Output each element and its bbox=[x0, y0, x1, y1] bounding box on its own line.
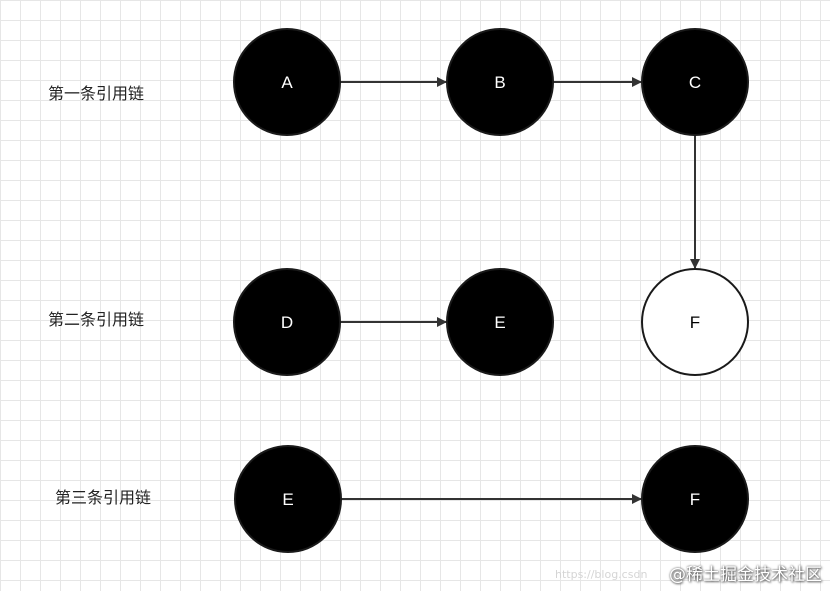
node-A1: A bbox=[233, 28, 341, 136]
node-F1: F bbox=[641, 268, 749, 376]
chain-3-label: 第三条引用链 bbox=[55, 488, 152, 507]
node-circle-F3 bbox=[641, 445, 749, 553]
chain-1-label: 第一条引用链 bbox=[48, 84, 145, 103]
node-circle-C1 bbox=[641, 28, 749, 136]
node-F3: F bbox=[641, 445, 749, 553]
node-label-C1: C bbox=[689, 73, 701, 92]
node-circle-E2 bbox=[446, 268, 554, 376]
node-E2: E bbox=[446, 268, 554, 376]
watermark-url: https://blog.csdn bbox=[555, 568, 648, 581]
node-circle-B1 bbox=[446, 28, 554, 136]
watermark: @稀土掘金技术社区 bbox=[669, 565, 822, 585]
node-E3: E bbox=[234, 445, 342, 553]
node-B1: B bbox=[446, 28, 554, 136]
node-label-D2: D bbox=[281, 313, 293, 332]
node-label-E3: E bbox=[282, 490, 293, 509]
node-circle-D2 bbox=[233, 268, 341, 376]
chain-2-label: 第二条引用链 bbox=[48, 310, 145, 329]
node-C1: C bbox=[641, 28, 749, 136]
nodes-layer: A B C F D E E F bbox=[233, 28, 749, 553]
node-circle-E3 bbox=[234, 445, 342, 553]
node-label-F1: F bbox=[690, 313, 700, 332]
node-label-F3: F bbox=[690, 490, 700, 509]
node-D2: D bbox=[233, 268, 341, 376]
node-label-E2: E bbox=[494, 313, 505, 332]
node-circle-A1 bbox=[233, 28, 341, 136]
node-label-B1: B bbox=[494, 73, 505, 92]
edges-layer bbox=[340, 77, 700, 504]
node-circle-F1 bbox=[641, 268, 749, 376]
node-label-A1: A bbox=[281, 73, 293, 92]
